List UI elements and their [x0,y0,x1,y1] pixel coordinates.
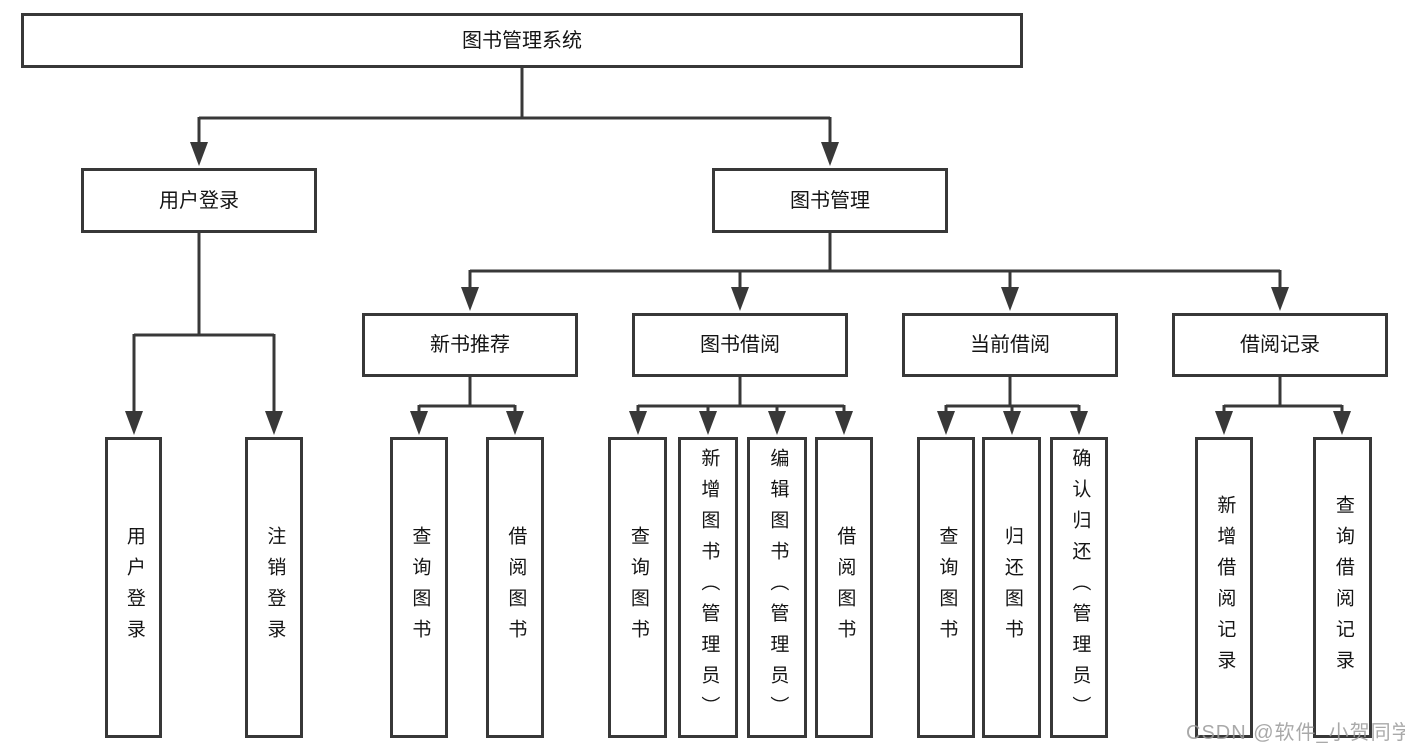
node-borrow-records: 借阅记录 [1172,313,1388,377]
leaf-recommend-query-books: 查询图书 [390,437,448,738]
leaf-add-books-admin: 新增图书（管理员） [678,437,738,738]
connector-userlogin-to-children [125,231,283,435]
connector-root-to-level2 [190,66,839,166]
leaf-user-login: 用户登录 [105,437,162,738]
connector-currentborrow-to-children [937,375,1088,435]
node-book-management: 图书管理 [712,168,948,233]
node-new-book-recommend: 新书推荐 [362,313,578,377]
connector-bookmgmt-to-level3 [461,231,1289,311]
connector-records-to-children [1215,375,1351,435]
leaf-current-query-books: 查询图书 [917,437,975,738]
connector-newbooks-to-children [410,375,524,435]
leaf-edit-books-admin: 编辑图书（管理员） [747,437,807,738]
leaf-recommend-borrow-books: 借阅图书 [486,437,544,738]
connector-bookborrow-to-children [629,375,853,435]
node-user-login: 用户登录 [81,168,317,233]
leaf-query-borrow-record: 查询借阅记录 [1313,437,1372,738]
leaf-borrow-query-books: 查询图书 [608,437,667,738]
csdn-watermark: CSDN @软件_小贺同学 [1186,722,1405,744]
leaf-logout: 注销登录 [245,437,303,738]
leaf-add-borrow-record: 新增借阅记录 [1195,437,1253,738]
node-current-borrow: 当前借阅 [902,313,1118,377]
node-library-system: 图书管理系统 [21,13,1023,68]
leaf-confirm-return-admin: 确认归还（管理员） [1050,437,1108,738]
leaf-borrow-books: 借阅图书 [815,437,873,738]
leaf-return-books: 归还图书 [982,437,1041,738]
node-book-borrow: 图书借阅 [632,313,848,377]
